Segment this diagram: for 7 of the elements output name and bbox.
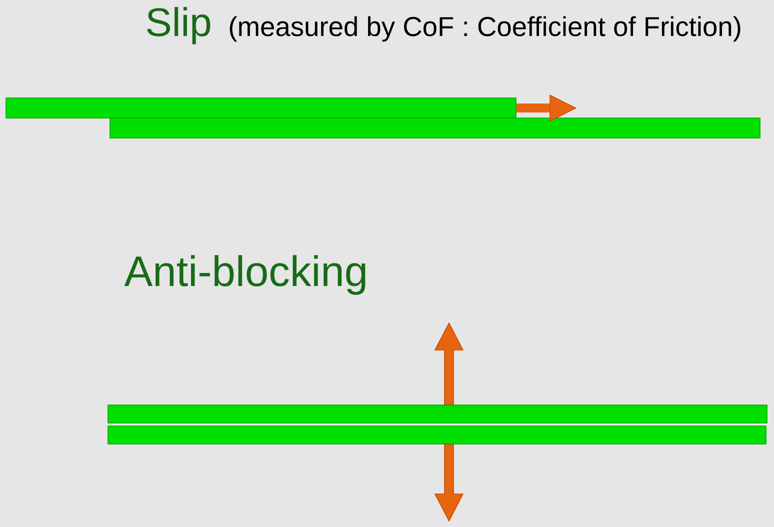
film-bar: [108, 404, 768, 424]
film-bar: [6, 98, 516, 118]
heading: Slip: [147, 7, 210, 44]
note-text: (measured by CoF : Coefficient of Friction): [230, 16, 740, 42]
film-bar: [108, 426, 766, 444]
film-bar: [110, 118, 760, 138]
heading: Anti-blocking: [124, 255, 366, 295]
